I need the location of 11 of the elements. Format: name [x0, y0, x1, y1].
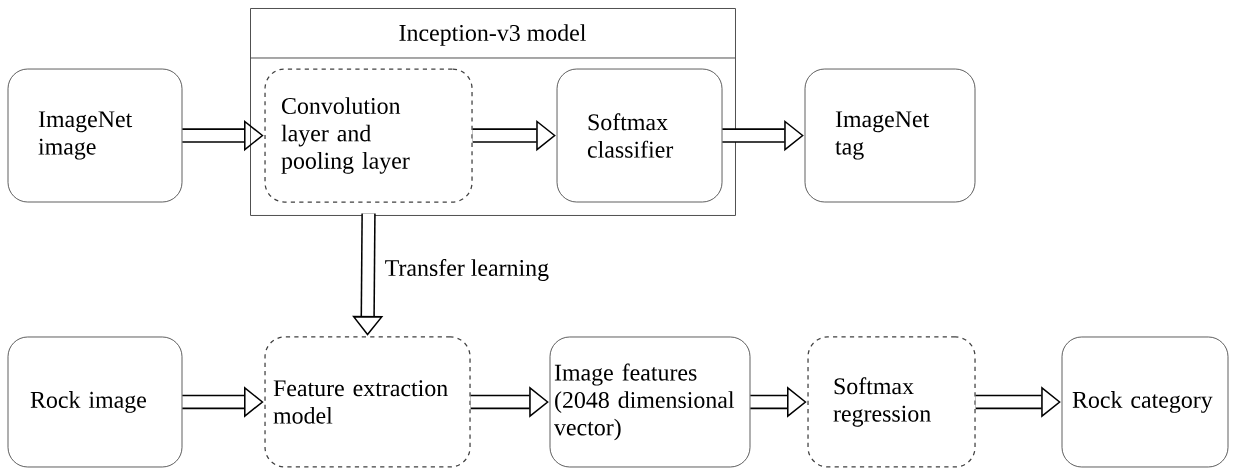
dashed-process-box: Feature extraction model	[264, 336, 471, 468]
process-box: ImageNet image	[7, 68, 183, 203]
dashed-process-box: Convolution layer and pooling layer	[264, 68, 473, 203]
edge-label: Transfer learning	[385, 259, 549, 281]
process-box: ImageNet tag	[804, 68, 976, 203]
dashed-process-box: Softmax regression	[807, 336, 976, 468]
process-box: Rock category	[1061, 336, 1229, 468]
block-arrow	[352, 213, 384, 336]
process-box: Rock image	[7, 336, 183, 468]
process-box: Image features (2048 dimensional vector)	[549, 336, 751, 468]
process-box: Softmax classifier	[556, 68, 723, 203]
